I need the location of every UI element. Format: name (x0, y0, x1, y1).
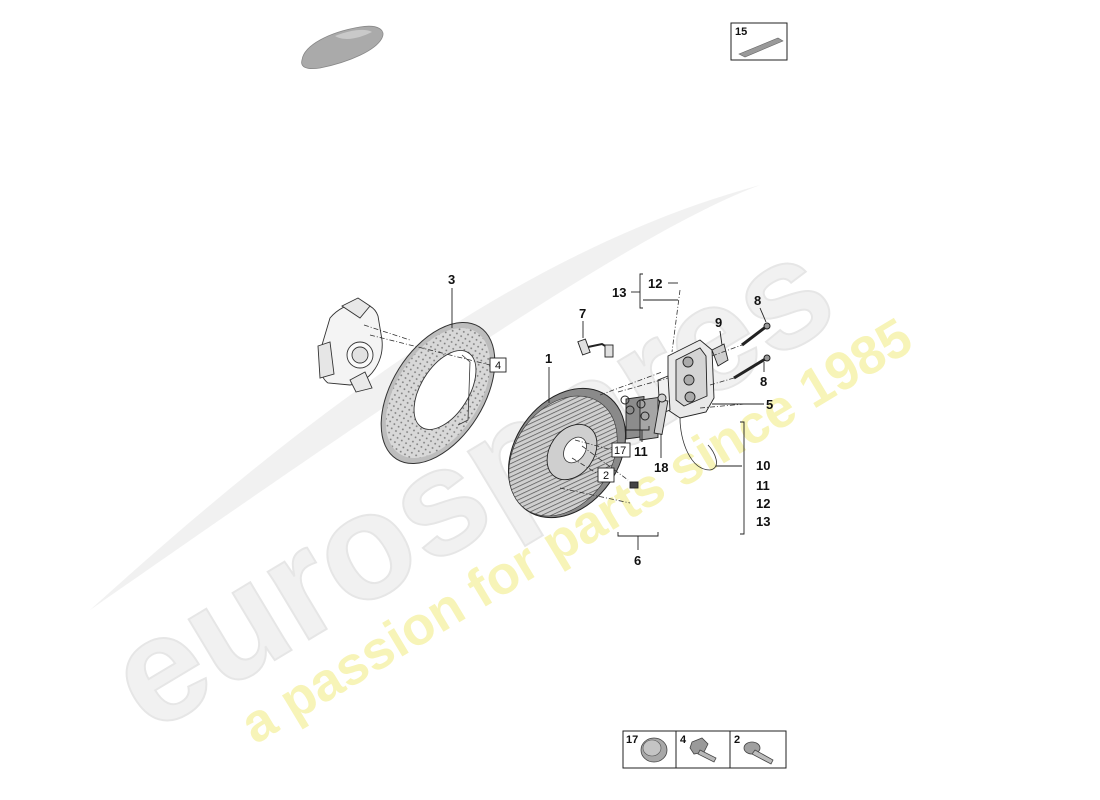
brake-hose-part-7 (577, 338, 614, 358)
hex-bolt-icon (689, 737, 717, 763)
boxed-label-2: 2 (603, 470, 609, 482)
bleeder-bolt-part-18 (653, 393, 669, 435)
inset-box-4: 4 (675, 730, 731, 769)
callout-13-right: 13 (756, 514, 770, 529)
watermark: eurospares a passion for parts since 198… (79, 185, 922, 763)
boxed-label-17: 17 (614, 445, 626, 457)
callout-9: 9 (715, 315, 722, 330)
boxed-callout-2: 2 (597, 467, 615, 483)
seal-rings-part-11 (620, 395, 650, 421)
caliper-bolt-part-8-upper (741, 322, 771, 347)
callout-10: 10 (756, 458, 770, 473)
callout-5: 5 (766, 397, 773, 412)
leader-lines (363, 289, 746, 504)
callout-7: 7 (579, 306, 586, 321)
callout-3: 3 (448, 272, 455, 287)
callout-8-upper: 8 (754, 293, 761, 308)
brake-disc (507, 387, 627, 519)
callout-11-right: 11 (756, 478, 770, 493)
inset-label-15: 15 (735, 26, 747, 38)
callout-6: 6 (634, 553, 641, 568)
inset-box-17: 17 (622, 730, 677, 769)
tape-strip-icon (738, 37, 784, 58)
inset-label-17: 17 (626, 734, 638, 746)
brake-backing-plate (380, 322, 496, 464)
wear-sensor-part-10 (679, 417, 717, 471)
inset-label-4: 4 (680, 734, 687, 746)
inset-box-2: 2 (729, 730, 787, 769)
watermark-brand: eurospares (80, 202, 860, 763)
callout-8-lower: 8 (760, 374, 767, 389)
inset-box-15: 15 (730, 22, 788, 61)
callout-18: 18 (654, 460, 668, 475)
callout-12-top: 12 (648, 276, 662, 291)
callout-13-top: 13 (612, 285, 626, 300)
callout-11-left: 11 (634, 444, 648, 459)
callout-labels: 3 1 7 12 13 8 9 8 5 11 18 10 11 12 13 6 (448, 272, 773, 568)
wheel-carrier (317, 297, 383, 393)
callout-brackets (451, 273, 767, 550)
boxed-callout-4: 4 (489, 357, 507, 373)
clip-part-9 (711, 343, 729, 367)
boxed-label-4: 4 (495, 360, 501, 372)
brake-pads (625, 395, 659, 489)
inset-label-2: 2 (734, 734, 740, 746)
car-thumbnail (301, 25, 384, 69)
caliper-bolt-part-8-lower (733, 354, 771, 380)
countersunk-screw-icon (743, 741, 774, 765)
boxed-callout-17: 17 (611, 442, 631, 458)
callout-12-right: 12 (756, 496, 770, 511)
callout-1: 1 (545, 351, 552, 366)
